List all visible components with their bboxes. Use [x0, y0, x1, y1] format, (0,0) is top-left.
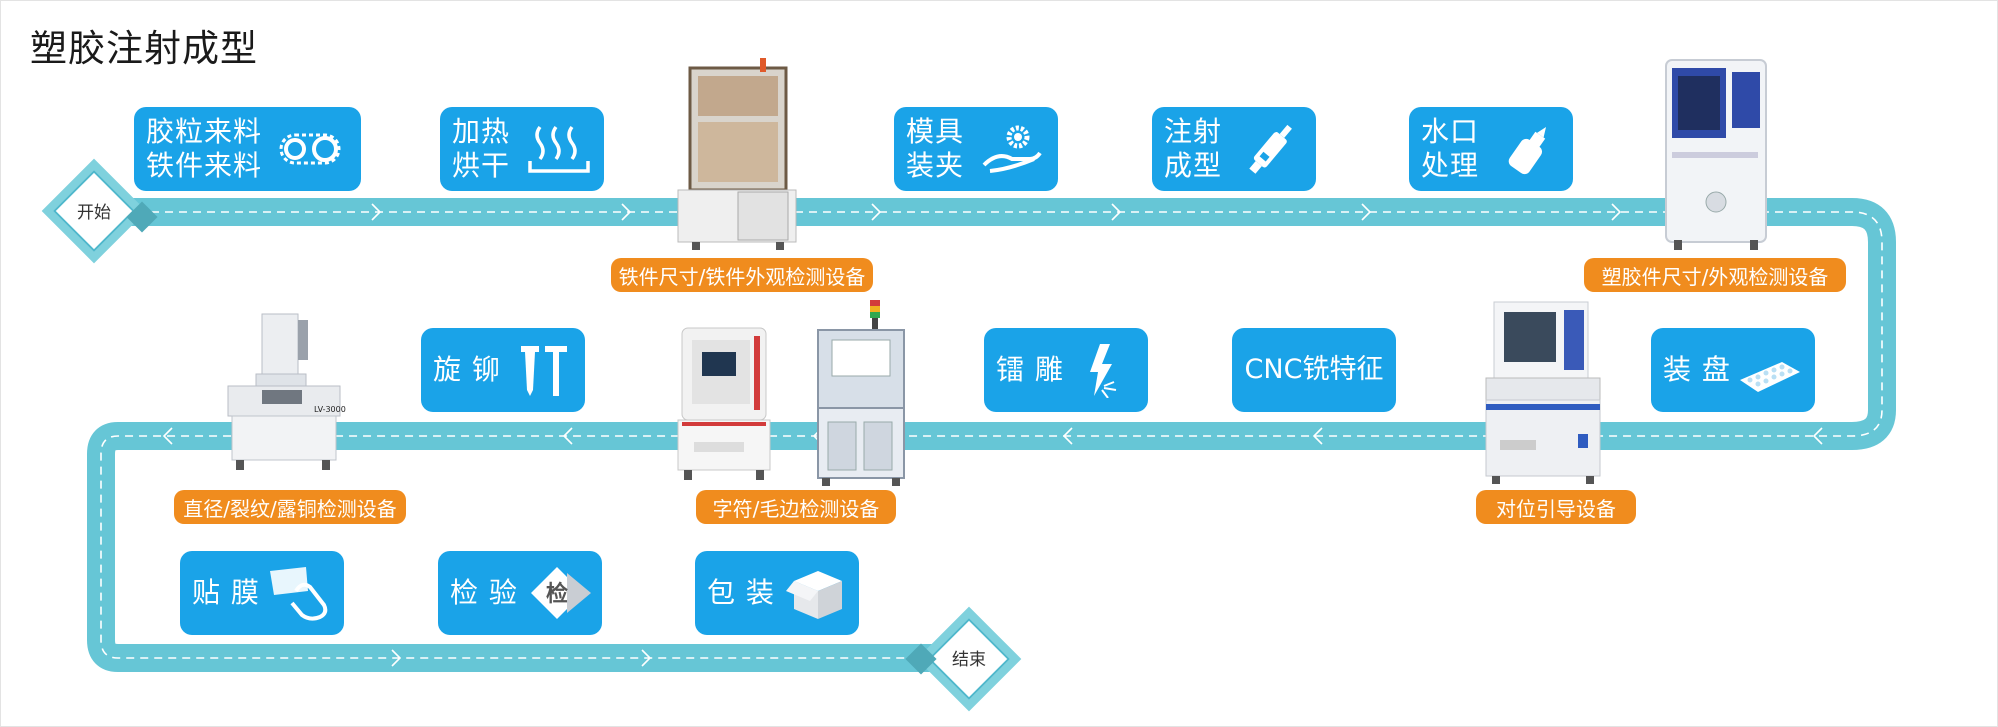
step-label: 注射 成型 — [1164, 115, 1223, 182]
step-material-in: 胶粒来料 铁件来料 — [134, 107, 361, 191]
chain-gear-icon — [279, 133, 341, 165]
machine-image-alignment — [1485, 301, 1601, 484]
vmm-model-text: LV-3000 — [314, 405, 346, 414]
end-label: 结束 — [952, 650, 986, 670]
heat-waves-icon — [528, 125, 590, 173]
box-icon — [786, 571, 842, 619]
machine-image-iron-inspection — [677, 58, 797, 250]
step-cnc-milling: CNC铣特征 — [1232, 328, 1396, 412]
start-node: 开始 — [41, 158, 158, 264]
inspect-mark: 检 — [546, 581, 568, 607]
step-label: 镭 雕 — [996, 353, 1064, 386]
page-title: 塑胶注射成型 — [30, 27, 258, 70]
step-inspection: 检 验 检 — [438, 551, 602, 635]
step-mold-clamp: 模具 装夹 — [894, 107, 1058, 191]
step-gate-treatment: 水口 处理 — [1409, 107, 1573, 191]
tray-icon — [1740, 362, 1800, 392]
step-injection: 注射 成型 — [1152, 107, 1316, 191]
end-node: 结束 — [905, 606, 1022, 712]
track-dash — [95, 211, 1883, 659]
inspect-diamond-icon: 检 — [531, 567, 591, 619]
step-label: 胶粒来料 铁件来料 — [146, 115, 263, 182]
equipment-badge-diameter-inspection: 直径/裂纹/露铜检测设备 — [174, 490, 406, 524]
step-tray-loading: 装 盘 — [1651, 328, 1815, 412]
step-film-applying: 贴 膜 — [180, 551, 344, 635]
machine-image-character-inspection — [677, 327, 771, 480]
step-label: 旋 铆 — [433, 353, 501, 386]
machine-image-burr-inspection — [817, 300, 905, 486]
step-laser-engraving: 镭 雕 — [984, 328, 1148, 412]
step-label: 水口 处理 — [1421, 115, 1480, 182]
step-label: 检 验 — [450, 576, 518, 609]
step-label: 装 盘 — [1663, 353, 1731, 386]
glue-bottle-icon — [1508, 126, 1547, 175]
laser-spark-icon — [1090, 344, 1117, 398]
step-label: 加热 烘干 — [452, 115, 511, 182]
machine-image-plastic-inspection — [1665, 59, 1767, 250]
step-spin-riveting: 旋 铆 — [421, 328, 585, 412]
equipment-badge-alignment: 对位引导设备 — [1476, 490, 1636, 524]
step-heat-dry: 加热 烘干 — [440, 107, 604, 191]
gear-hand-icon — [982, 125, 1042, 173]
equipment-badge-iron-inspection: 铁件尺寸/铁件外观检测设备 — [611, 258, 873, 292]
step-packaging: 包 装 — [695, 551, 859, 635]
step-label: CNC铣特征 — [1244, 354, 1384, 385]
step-label: 贴 膜 — [192, 576, 260, 609]
rivet-icon — [521, 346, 567, 396]
equipment-badge-character-inspection: 字符/毛边检测设备 — [696, 490, 896, 524]
film-hand-icon — [270, 567, 328, 621]
syringe-icon — [1249, 124, 1292, 174]
equipment-badge-plastic-inspection: 塑胶件尺寸/外观检测设备 — [1584, 258, 1846, 292]
start-label: 开始 — [77, 203, 111, 223]
step-label: 模具 装夹 — [906, 115, 965, 182]
machine-image-vmm: LV-3000 — [227, 313, 346, 470]
step-label: 包 装 — [707, 576, 775, 609]
